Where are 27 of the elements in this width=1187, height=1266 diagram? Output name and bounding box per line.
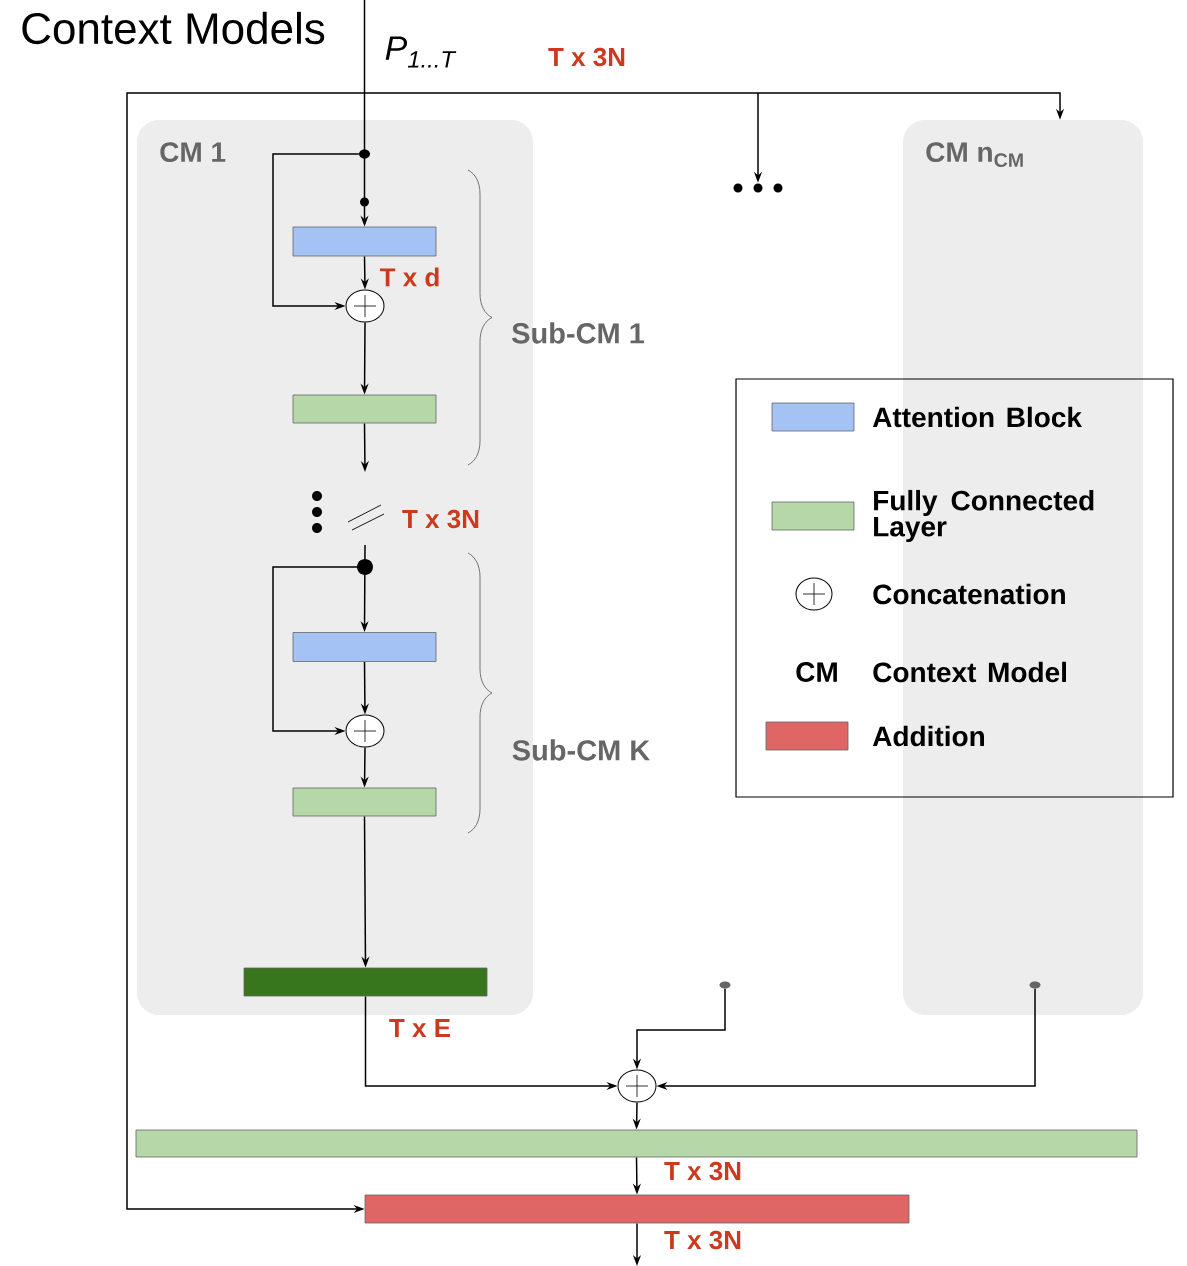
fully-connected-bar <box>135 1129 1138 1158</box>
output-bar <box>243 967 488 997</box>
edge-label: T x 3N <box>663 1160 743 1182</box>
legend-label: Fully Connected Layer <box>874 489 1094 543</box>
brace-label: Sub-CM K <box>512 739 650 761</box>
title: Context Models <box>22 11 325 45</box>
legend-label: Context Model <box>873 661 1066 683</box>
fully-connected-block <box>292 787 437 817</box>
addition-bar <box>364 1194 910 1224</box>
attention-block <box>292 632 437 662</box>
legend-label: Concatenation <box>873 583 1065 605</box>
brace-label: Sub-CM 1 <box>512 322 645 344</box>
horizontal-ellipsis <box>733 183 783 193</box>
dimension-label: T x 3N <box>548 47 625 67</box>
edge-label: T x d <box>378 266 442 288</box>
concatenation-circle <box>617 1069 657 1103</box>
dimension-label: T x 3N <box>402 509 479 529</box>
edge-label: T x E <box>387 1018 453 1038</box>
fully-connected-block <box>292 394 437 424</box>
concatenation-circle <box>345 289 385 323</box>
concatenation-circle <box>345 714 385 748</box>
legend-label: Addition <box>872 725 984 747</box>
legend-label: Attention Block <box>872 406 1082 428</box>
edge-label: T x 3N <box>663 1229 743 1251</box>
legend-symbol: CM <box>796 662 837 682</box>
attention-block <box>292 226 437 257</box>
edge-label: P$_{1...T}$ <box>383 35 457 69</box>
